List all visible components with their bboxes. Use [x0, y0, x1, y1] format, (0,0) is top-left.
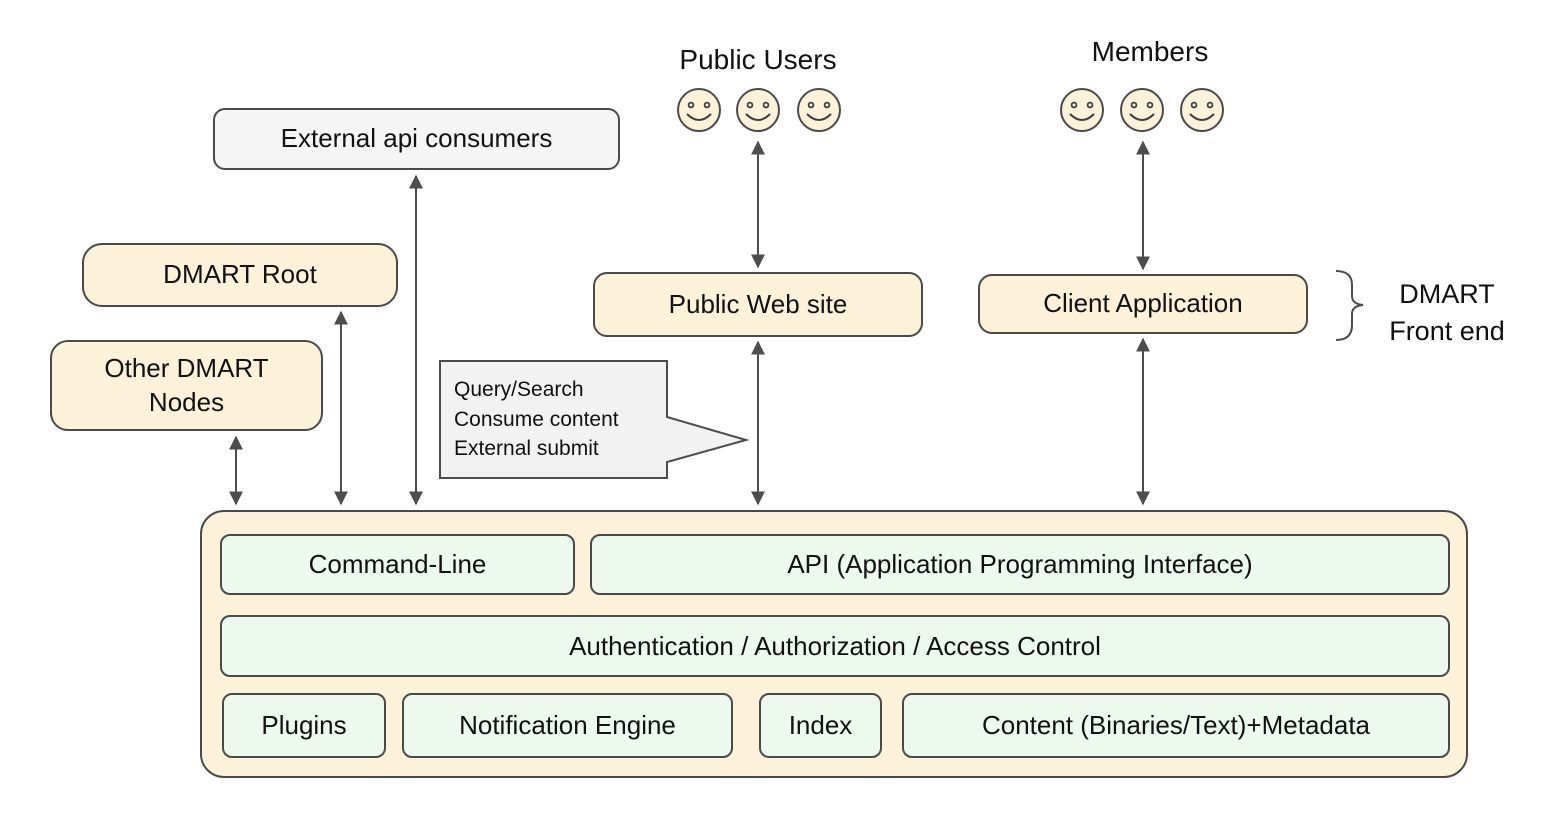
callout-bubble: [439, 360, 750, 479]
node-label: DMART Root: [163, 259, 317, 290]
public-users-smiley-group: [677, 88, 841, 132]
backend-box-label: Index: [788, 710, 853, 740]
members-smiley-group: [1060, 88, 1224, 132]
smiley-face-icon: [1180, 88, 1224, 132]
backend-box-label: API (Application Programming Interface): [787, 549, 1253, 579]
front-end-brace: [1335, 270, 1364, 341]
backend-box-notification-engine: Notification Engine: [402, 693, 733, 758]
callout-text: Query/Search Consume content External su…: [454, 375, 664, 464]
backend-box-command-line: Command-Line: [220, 534, 575, 595]
smiley-face-icon: [1120, 88, 1164, 132]
smiley-face-icon: [736, 88, 780, 132]
smiley-face-icon: [1060, 88, 1104, 132]
backend-box-api: API (Application Programming Interface): [590, 534, 1450, 595]
smiley-face-icon: [677, 88, 721, 132]
backend-container: Command-Line API (Application Programmin…: [200, 510, 1468, 778]
backend-box-auth: Authentication / Authorization / Access …: [220, 615, 1450, 677]
node-public-web-site: Public Web site: [593, 272, 923, 337]
backend-box-label: Command-Line: [308, 549, 487, 579]
backend-box-content: Content (Binaries/Text)+Metadata: [902, 693, 1450, 758]
node-dmart-root: DMART Root: [82, 243, 398, 307]
callout-line: Query/Search: [454, 378, 584, 401]
backend-box-label: Plugins: [261, 710, 347, 740]
backend-box-label: Content (Binaries/Text)+Metadata: [981, 710, 1371, 740]
backend-box-label: Authentication / Authorization / Access …: [569, 630, 1101, 661]
node-label: Public Web site: [668, 288, 848, 319]
callout-line: External submit: [454, 437, 599, 460]
node-label: External api consumers: [280, 123, 553, 154]
node-other-dmart-nodes: Other DMART Nodes: [50, 340, 323, 431]
backend-box-plugins: Plugins: [222, 693, 386, 758]
front-end-label-line1: DMART: [1399, 279, 1495, 309]
front-end-label-line2: Front end: [1389, 316, 1505, 346]
public-users-label: Public Users: [679, 44, 837, 75]
node-label: Client Application: [1043, 288, 1243, 319]
node-external-api-consumers: External api consumers: [213, 108, 620, 170]
node-label: Other DMART Nodes: [104, 352, 269, 417]
smiley-face-icon: [797, 88, 841, 132]
backend-box-label: Notification Engine: [459, 710, 676, 740]
members-label: Members: [1091, 36, 1209, 67]
callout-line: Consume content: [454, 407, 619, 431]
backend-box-index: Index: [759, 693, 882, 758]
front-end-label: DMART Front end: [1372, 276, 1522, 350]
node-client-application: Client Application: [978, 274, 1308, 334]
